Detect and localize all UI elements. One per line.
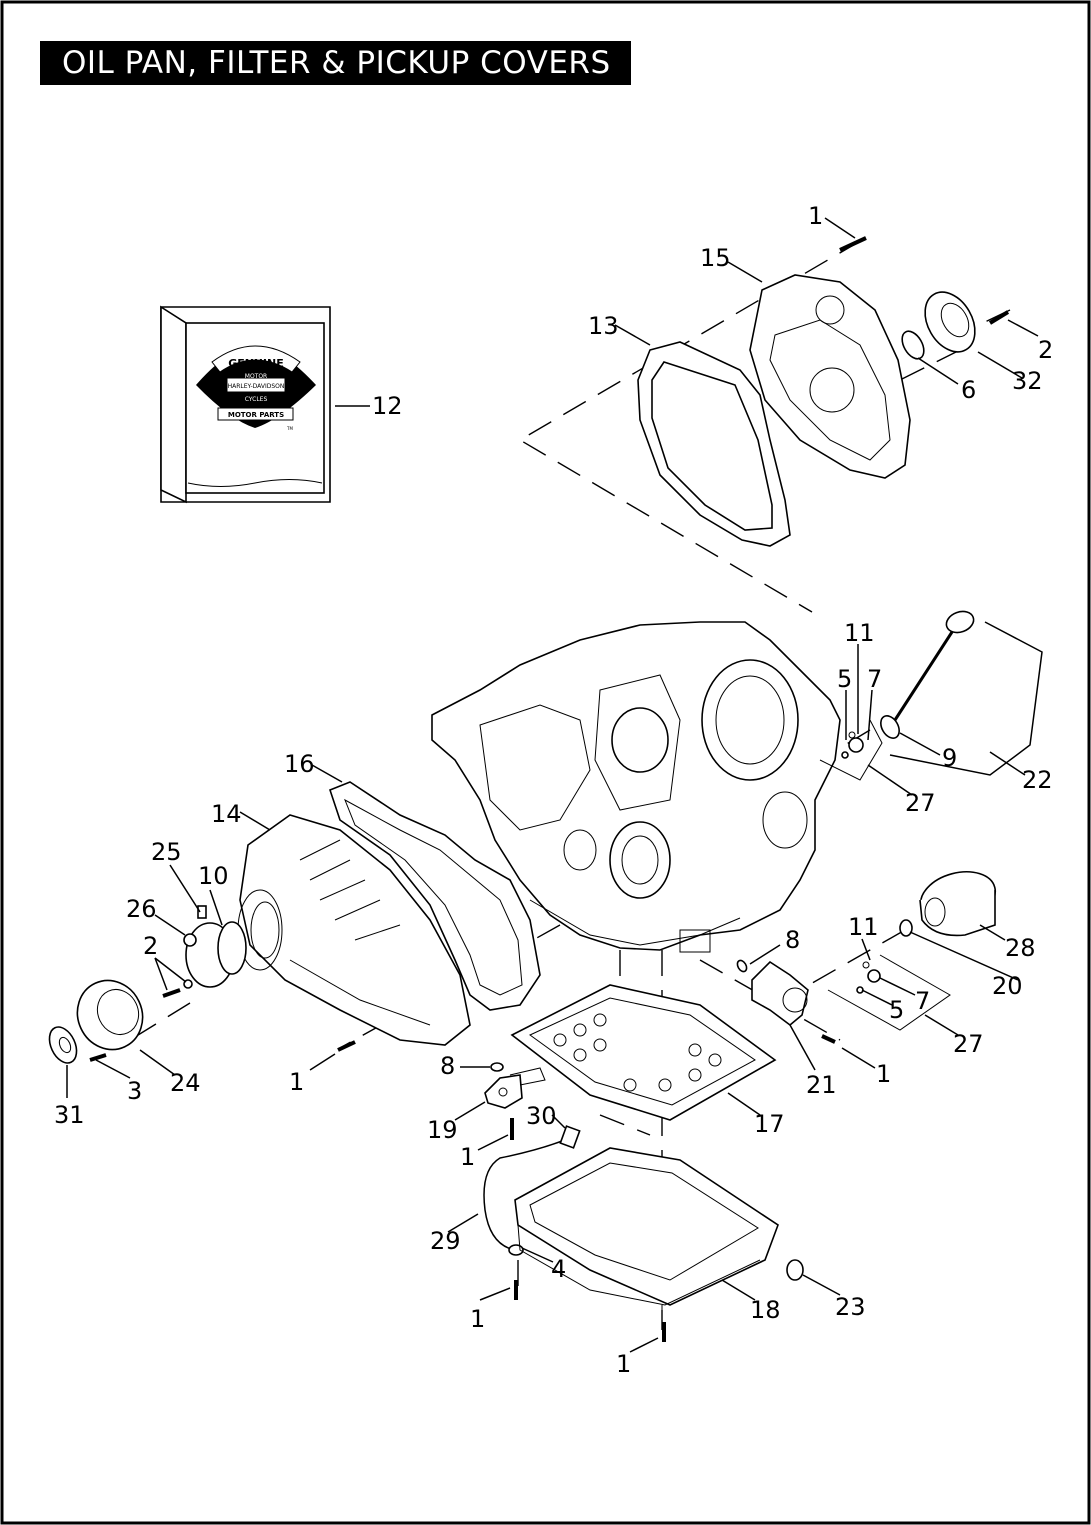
part-18-oil-pan [514, 1147, 779, 1330]
part-24-derby-cover [76, 979, 144, 1051]
logo-cycles-text: CYCLES [245, 396, 268, 403]
part-1-screw-top [839, 236, 867, 252]
callout-19: 19 [427, 1116, 458, 1144]
part-31-plug [48, 1026, 78, 1064]
part-9-o-ring [880, 715, 900, 739]
part-10-pickup-cover [183, 921, 247, 988]
callout-31: 31 [54, 1101, 85, 1129]
part-23-drain-plug [786, 1259, 804, 1281]
callout-1-right: 1 [876, 1060, 891, 1088]
logo-motor-parts-text: MOTOR PARTS [228, 411, 284, 419]
part-21-filter-adapter [751, 960, 809, 1027]
part-17-pan-gasket [510, 984, 777, 1121]
part-8-o-ring-right [736, 959, 748, 973]
part-30-fitting [559, 1125, 581, 1149]
logo-genuine-text: GENUINE [228, 357, 284, 370]
callout-10: 10 [198, 862, 229, 890]
leader-lines [66, 217, 1043, 1353]
part-1-screw-left [337, 1040, 356, 1052]
callout-2-left: 2 [143, 932, 158, 960]
crankcase [431, 621, 841, 953]
callout-21: 21 [806, 1071, 837, 1099]
part-28-oil-filter [919, 871, 997, 937]
part-13-gasket [637, 341, 791, 547]
callout-7-mid: 7 [915, 987, 930, 1015]
callout-27: 27 [905, 789, 936, 817]
callout-1-bottom: 1 [616, 1350, 631, 1378]
part-2-screw-top [988, 310, 1010, 325]
logo-trademark: TM [286, 426, 293, 431]
part-29-hose [483, 1137, 571, 1251]
callout-25: 25 [151, 838, 182, 866]
callout-11: 11 [844, 619, 875, 647]
logo-motor-text: MOTOR [245, 373, 267, 380]
part-12-kit-box: GENUINE MOTOR HARLEY-DAVIDSON CYCLES MOT… [160, 305, 331, 504]
callout-1: 1 [808, 202, 823, 230]
part-19-oil-pickup [484, 1067, 546, 1109]
callout-32: 32 [1012, 367, 1043, 395]
callout-18: 18 [750, 1296, 781, 1324]
callout-5-mid: 5 [889, 996, 904, 1024]
callout-14: 14 [211, 800, 242, 828]
callout-17: 17 [754, 1110, 785, 1138]
callout-4: 4 [551, 1255, 566, 1283]
page-title: OIL PAN, FILTER & PICKUP COVERS [40, 41, 631, 85]
callout-5: 5 [837, 665, 852, 693]
callout-9: 9 [942, 744, 957, 772]
callout-12: 12 [372, 392, 403, 420]
callout-7: 7 [867, 665, 882, 693]
part-32-seal [924, 291, 976, 353]
callout-2: 2 [1038, 336, 1053, 364]
part-20-filter-nipple [899, 919, 913, 937]
callout-24: 24 [170, 1069, 201, 1097]
callout-1-bottom-left: 1 [470, 1305, 485, 1333]
callout-29: 29 [430, 1227, 461, 1255]
callout-23: 23 [835, 1293, 866, 1321]
part-22-dipstick [893, 610, 975, 721]
part-3-screw [89, 1053, 107, 1062]
bracket-27-mid [827, 954, 951, 1031]
part-16-gasket [329, 781, 541, 1011]
callout-8-left: 8 [440, 1052, 455, 1080]
callout-13: 13 [588, 312, 619, 340]
callout-labels: 1 15 13 2 32 6 12 11 5 7 9 22 27 16 14 2… [54, 202, 1053, 1378]
part-25-plug [197, 905, 207, 919]
part-15-cam-cover [749, 274, 911, 479]
callout-1-left: 1 [289, 1068, 304, 1096]
bracket-27-top [819, 719, 883, 781]
callout-11-mid: 11 [848, 913, 879, 941]
part-2-screw-left [162, 988, 181, 998]
logo-hd-text: HARLEY-DAVIDSON [228, 383, 285, 390]
callout-6: 6 [961, 376, 976, 404]
callout-1-mid: 1 [460, 1143, 475, 1171]
callout-20: 20 [992, 972, 1023, 1000]
part-27-fitting-mid [856, 961, 881, 994]
part-6-o-ring [901, 330, 925, 360]
part-27-fitting-top [841, 731, 864, 759]
callout-28: 28 [1005, 934, 1036, 962]
callout-16: 16 [284, 750, 315, 778]
callout-3: 3 [127, 1077, 142, 1105]
part-1-screw-right [821, 1034, 836, 1044]
callout-30: 30 [526, 1102, 557, 1130]
callout-8-right: 8 [785, 926, 800, 954]
part-8-o-ring-left [490, 1062, 504, 1072]
callout-26: 26 [126, 895, 157, 923]
callout-22: 22 [1022, 766, 1053, 794]
genuine-parts-logo: GENUINE MOTOR HARLEY-DAVIDSON CYCLES MOT… [196, 345, 316, 431]
callout-15: 15 [700, 244, 731, 272]
callout-27-mid: 27 [953, 1030, 984, 1058]
